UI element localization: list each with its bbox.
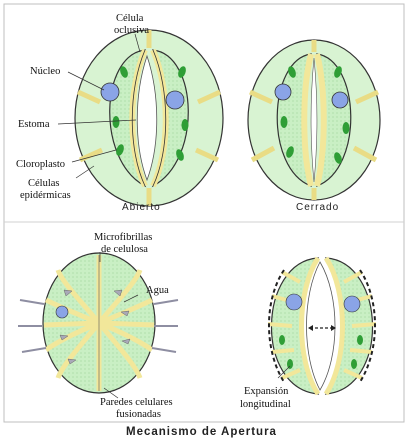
water-arrows bbox=[18, 299, 179, 353]
chloroplasts bbox=[279, 335, 363, 369]
label-celula-oclusiva-2: oclusiva bbox=[114, 25, 149, 36]
microfibril-diagram bbox=[18, 252, 179, 399]
nucleus-icon bbox=[343, 295, 361, 313]
label-celula-oclusiva-1: Célula bbox=[116, 13, 144, 24]
water-drops bbox=[59, 289, 131, 365]
nucleus-icon bbox=[274, 83, 292, 101]
label-abierto: Abierto bbox=[122, 202, 161, 213]
stoma-pore-closed bbox=[310, 57, 318, 183]
label-celulas-epidermicas-1: Células bbox=[28, 178, 60, 189]
stoma-pore bbox=[136, 54, 158, 182]
label-expansion-2: longitudinal bbox=[240, 399, 291, 410]
epidermal-walls bbox=[76, 30, 222, 206]
figure-frame bbox=[3, 3, 405, 423]
label-celulas-epidermicas-2: epidérmicas bbox=[20, 190, 71, 201]
label-mecanismo-apertura: Mecanismo de Apertura bbox=[126, 426, 277, 438]
label-agua: Agua bbox=[146, 285, 169, 296]
nucleus-icon bbox=[331, 91, 349, 109]
expansion-diagram bbox=[267, 256, 377, 396]
label-paredes-1: Paredes celulares bbox=[100, 397, 173, 408]
nucleus-icon bbox=[165, 90, 185, 110]
stoma-closed bbox=[247, 39, 381, 201]
nucleus-icon bbox=[285, 293, 303, 311]
label-nucleo: Núcleo bbox=[30, 66, 60, 77]
label-paredes-2: fusionadas bbox=[116, 409, 161, 420]
stoma-pore-open bbox=[306, 261, 336, 391]
nucleus-icon bbox=[100, 82, 120, 102]
leader-line bbox=[277, 365, 291, 379]
label-microfibrillas-2: de celulosa bbox=[101, 244, 148, 255]
expansion-arrows bbox=[268, 269, 376, 383]
label-cerrado: Cerrado bbox=[296, 202, 339, 213]
nucleus-icon bbox=[55, 305, 69, 319]
chloroplasts bbox=[280, 66, 350, 164]
label-microfibrillas-1: Microfibrillas bbox=[94, 232, 152, 243]
label-cloroplasto: Cloroplasto bbox=[16, 159, 65, 170]
chloroplasts bbox=[112, 66, 189, 161]
label-expansion-1: Expansión bbox=[244, 386, 289, 397]
label-estoma: Estoma bbox=[18, 119, 50, 130]
stoma-open bbox=[57, 29, 224, 207]
leader-lines bbox=[57, 33, 141, 179]
